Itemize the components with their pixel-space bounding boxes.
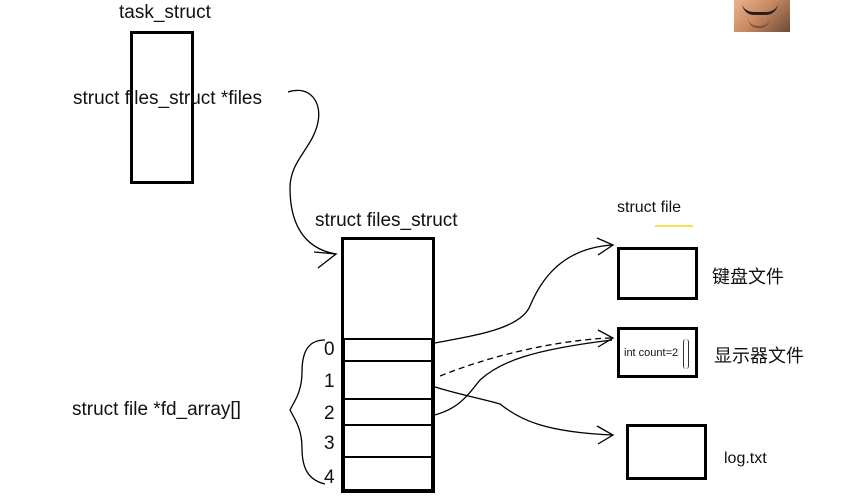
count-cursor-mark (683, 339, 689, 369)
files-pointer-arrowhead (313, 251, 338, 269)
presenter-webcam-thumbnail (734, 0, 790, 32)
smile-shape (748, 18, 770, 28)
task-struct-title: task_struct (119, 2, 211, 23)
task-struct-box (130, 31, 194, 184)
fd-index-2: 2 (324, 403, 335, 424)
files-struct-box (341, 237, 435, 493)
struct-file-title: struct file (617, 199, 682, 216)
files-field-label: struct files_struct *files (73, 88, 262, 109)
fd1-to-display-arrow (439, 337, 613, 377)
display-file-label: 显示器文件 (714, 346, 804, 367)
keyboard-file-box (617, 247, 698, 300)
fd2-to-display-arrow (429, 339, 613, 417)
fd-slot-3 (343, 424, 433, 458)
struct-file-highlight (655, 225, 693, 227)
fd0-to-keyboard-arrow (429, 244, 613, 345)
display-file-box: int count=2 (617, 327, 698, 378)
fd1-to-log-arrow (431, 385, 613, 436)
fd-array-label: struct file *fd_array[] (72, 399, 241, 420)
fd-index-1: 1 (324, 371, 335, 392)
fd-slot-1 (343, 360, 433, 400)
fd0-arrowhead (596, 237, 615, 256)
files-pointer-arrow (287, 89, 337, 255)
fd1-arrowhead (597, 329, 615, 348)
fd-index-3: 3 (324, 433, 335, 454)
files-struct-title: struct files_struct (315, 210, 458, 231)
fd-slot-2 (343, 398, 433, 426)
log-file-label: log.txt (724, 450, 767, 467)
fd-index-4: 4 (324, 467, 335, 488)
keyboard-file-label: 键盘文件 (712, 267, 784, 288)
glasses-shape (742, 2, 778, 15)
log-file-box (626, 424, 707, 480)
fd-slot-0 (343, 338, 433, 362)
fd-slot-4 (343, 456, 433, 491)
count-field-text: int count=2 (624, 347, 679, 359)
fd-index-0: 0 (324, 339, 335, 360)
fd-log-arrowhead (596, 425, 615, 445)
fd-array-brace (289, 339, 326, 485)
